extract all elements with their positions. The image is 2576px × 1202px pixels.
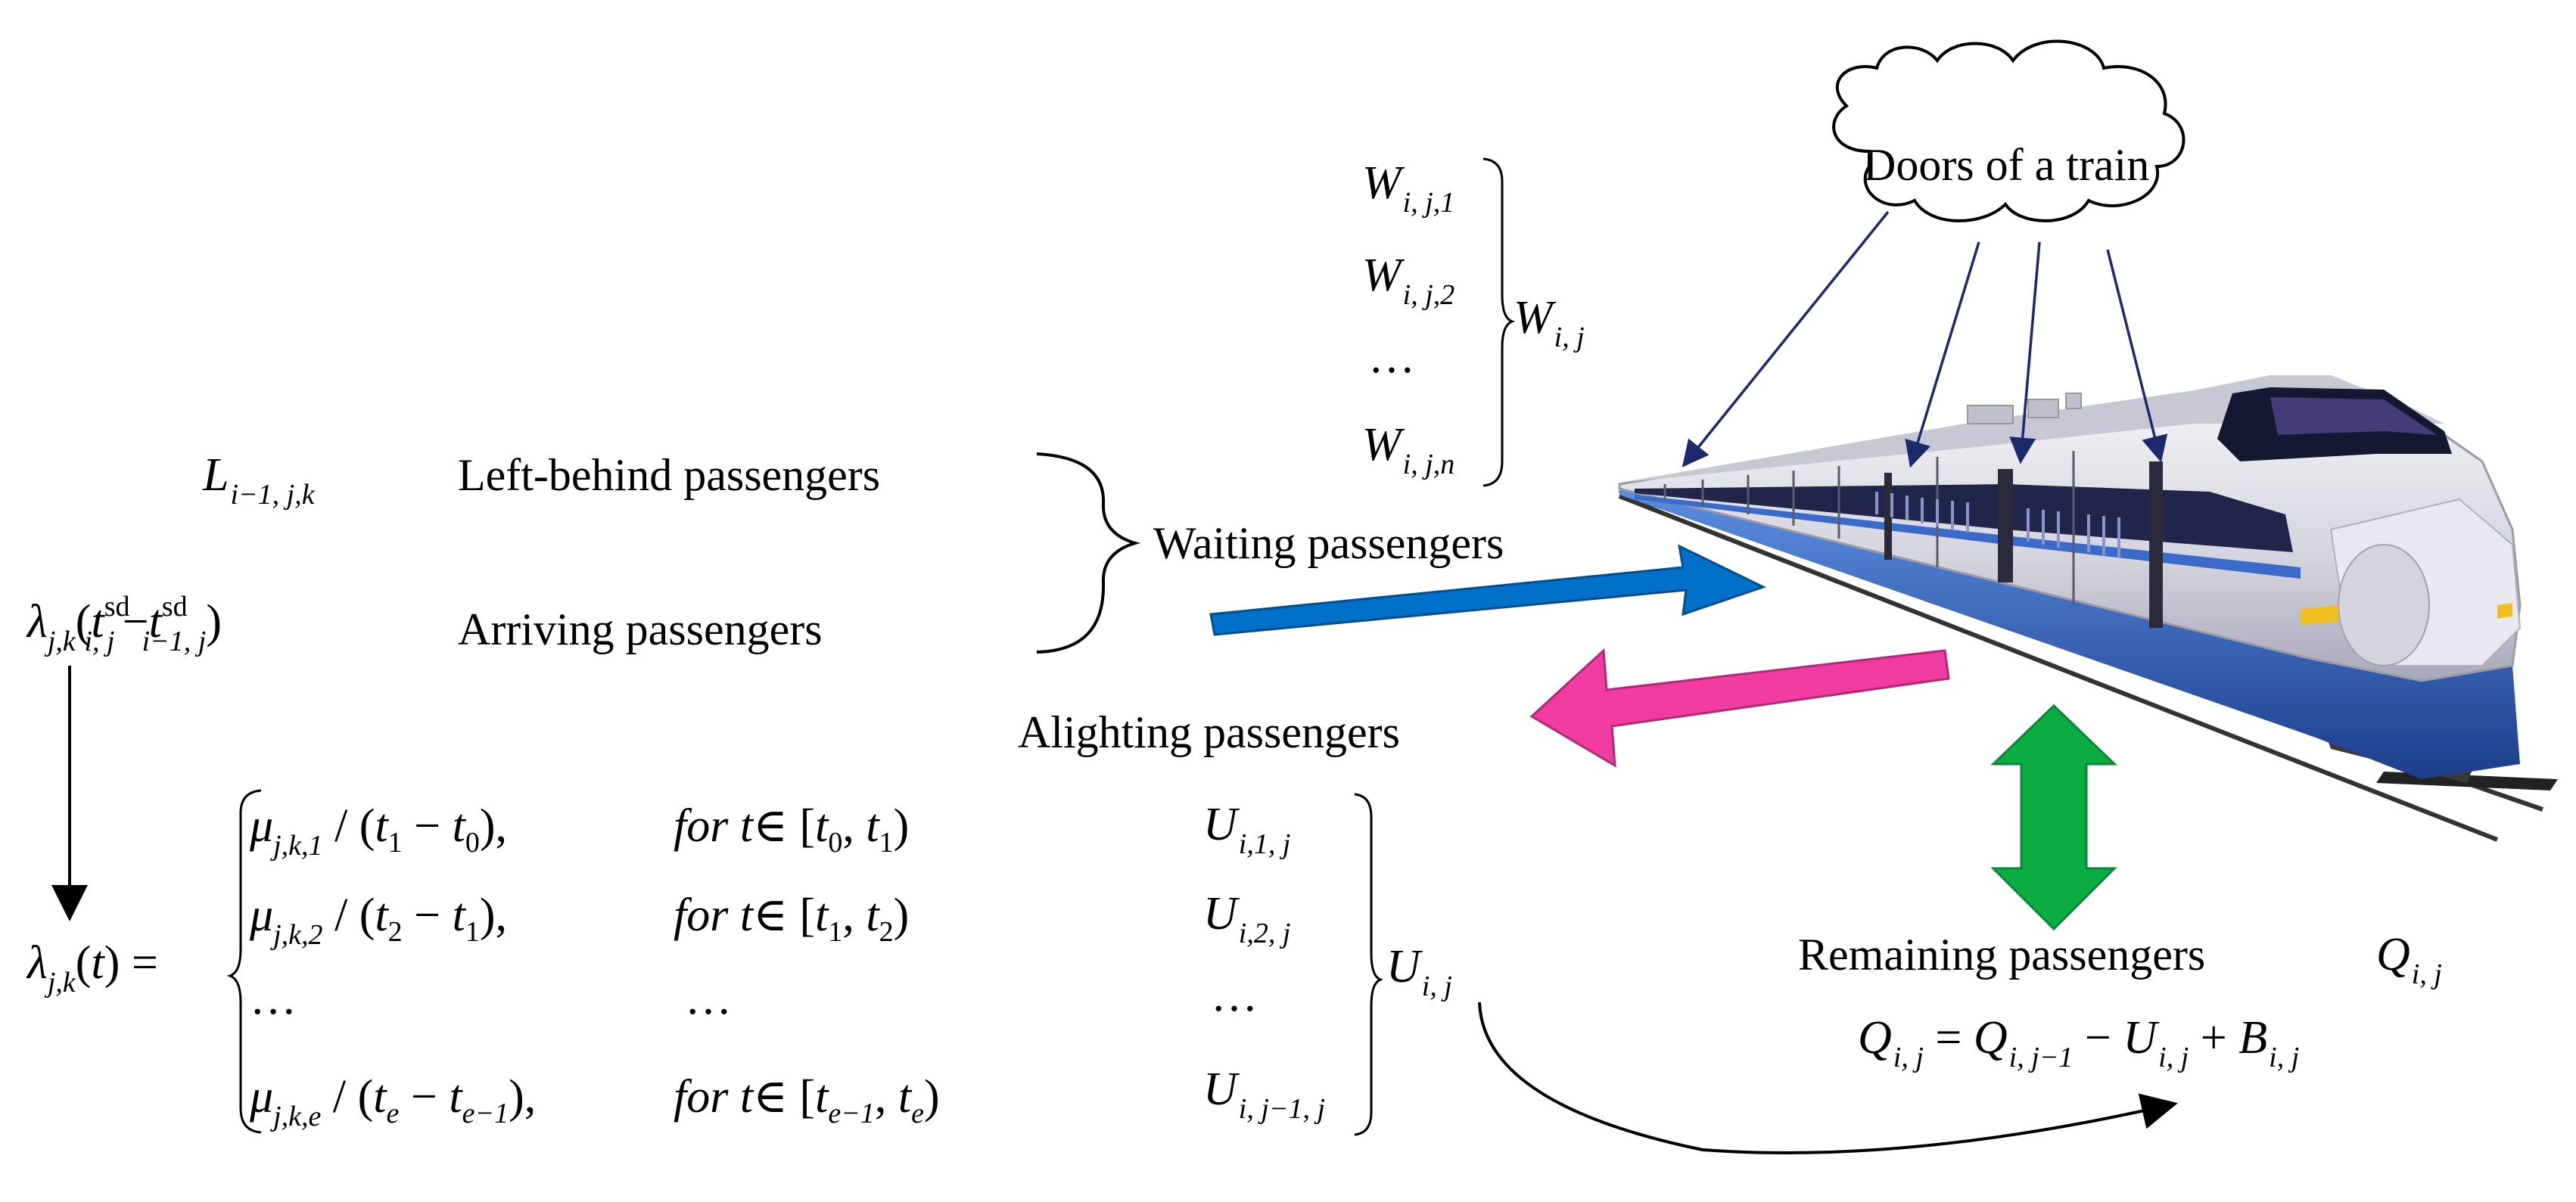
svg-text:Wi, j,1: Wi, j,1	[1362, 157, 1454, 219]
w-total: Wi, j	[1514, 292, 1585, 353]
svg-text:…: …	[250, 973, 297, 1024]
remaining-arrow	[1990, 703, 2117, 931]
svg-text:Wi, j,2: Wi, j,2	[1362, 250, 1454, 311]
svg-text:…: …	[1211, 970, 1258, 1021]
svg-text:Ui,2, j: Ui,2, j	[1203, 888, 1290, 949]
q-equation: Qi, j = Qi, j−1 − Ui, j + Bi, j	[1858, 1012, 2299, 1073]
waiting-brace	[1036, 452, 1141, 654]
svg-text:μj,k,e / (te − te−1),: μj,k,e / (te − te−1),	[249, 1071, 536, 1132]
lambda-t-lhs: λj,k(t) =	[26, 937, 158, 999]
svg-text:for t∈ [te−1, te): for t∈ [te−1, te)	[674, 1071, 940, 1129]
piecewise-rows: μj,k,1 / (t1 − t0), μj,k,2 / (t2 − t1), …	[249, 800, 940, 1132]
doors-label: Doors of a train	[1863, 140, 2149, 190]
u-total: Ui, j	[1386, 941, 1452, 1002]
svg-text:Ui,1, j: Ui,1, j	[1203, 799, 1290, 860]
svg-text:for t∈ [t0, t1): for t∈ [t0, t1)	[674, 800, 909, 859]
u-brace	[1354, 793, 1383, 1136]
waiting-label: Waiting passengers	[1153, 518, 1504, 568]
svg-text:μj,k,2 / (t2 − t1),: μj,k,2 / (t2 − t1),	[249, 890, 507, 951]
arriving-label: Arriving passengers	[458, 604, 823, 654]
svg-text:for t∈ [t1, t2): for t∈ [t1, t2)	[674, 890, 909, 948]
alighting-label: Alighting passengers	[1018, 707, 1400, 757]
q-symbol: Qi, j	[2376, 929, 2442, 990]
svg-text:…: …	[685, 973, 732, 1024]
doors-cloud: Doors of a train	[1832, 39, 2186, 222]
alighting-arrow	[1529, 648, 1950, 768]
u-stack: Ui,1, j Ui,2, j … Ui, j−1, j Ui, j	[1203, 799, 1452, 1125]
train-illustration	[1618, 375, 2558, 842]
svg-text:Ui, j−1, j: Ui, j−1, j	[1203, 1064, 1325, 1125]
waiting-arrow	[1209, 544, 1766, 636]
w-brace	[1482, 157, 1516, 487]
remaining-label: Remaining passengers	[1798, 930, 2205, 980]
left-behind-label: Left-behind passengers	[458, 450, 880, 500]
svg-text:…: …	[1368, 331, 1415, 383]
svg-text:Wi, j,n: Wi, j,n	[1362, 419, 1454, 480]
w-stack: Wi, j,1 Wi, j,2 … Wi, j,n Wi, j	[1362, 157, 1585, 480]
curved-arrow	[1478, 1002, 2178, 1154]
lambda-brace	[226, 789, 262, 1134]
svg-text:μj,k,1 / (t1 − t0),: μj,k,1 / (t1 − t0),	[249, 800, 507, 862]
door-arrows	[1682, 210, 2168, 468]
l-symbol: Li−1, j,k	[202, 449, 316, 511]
